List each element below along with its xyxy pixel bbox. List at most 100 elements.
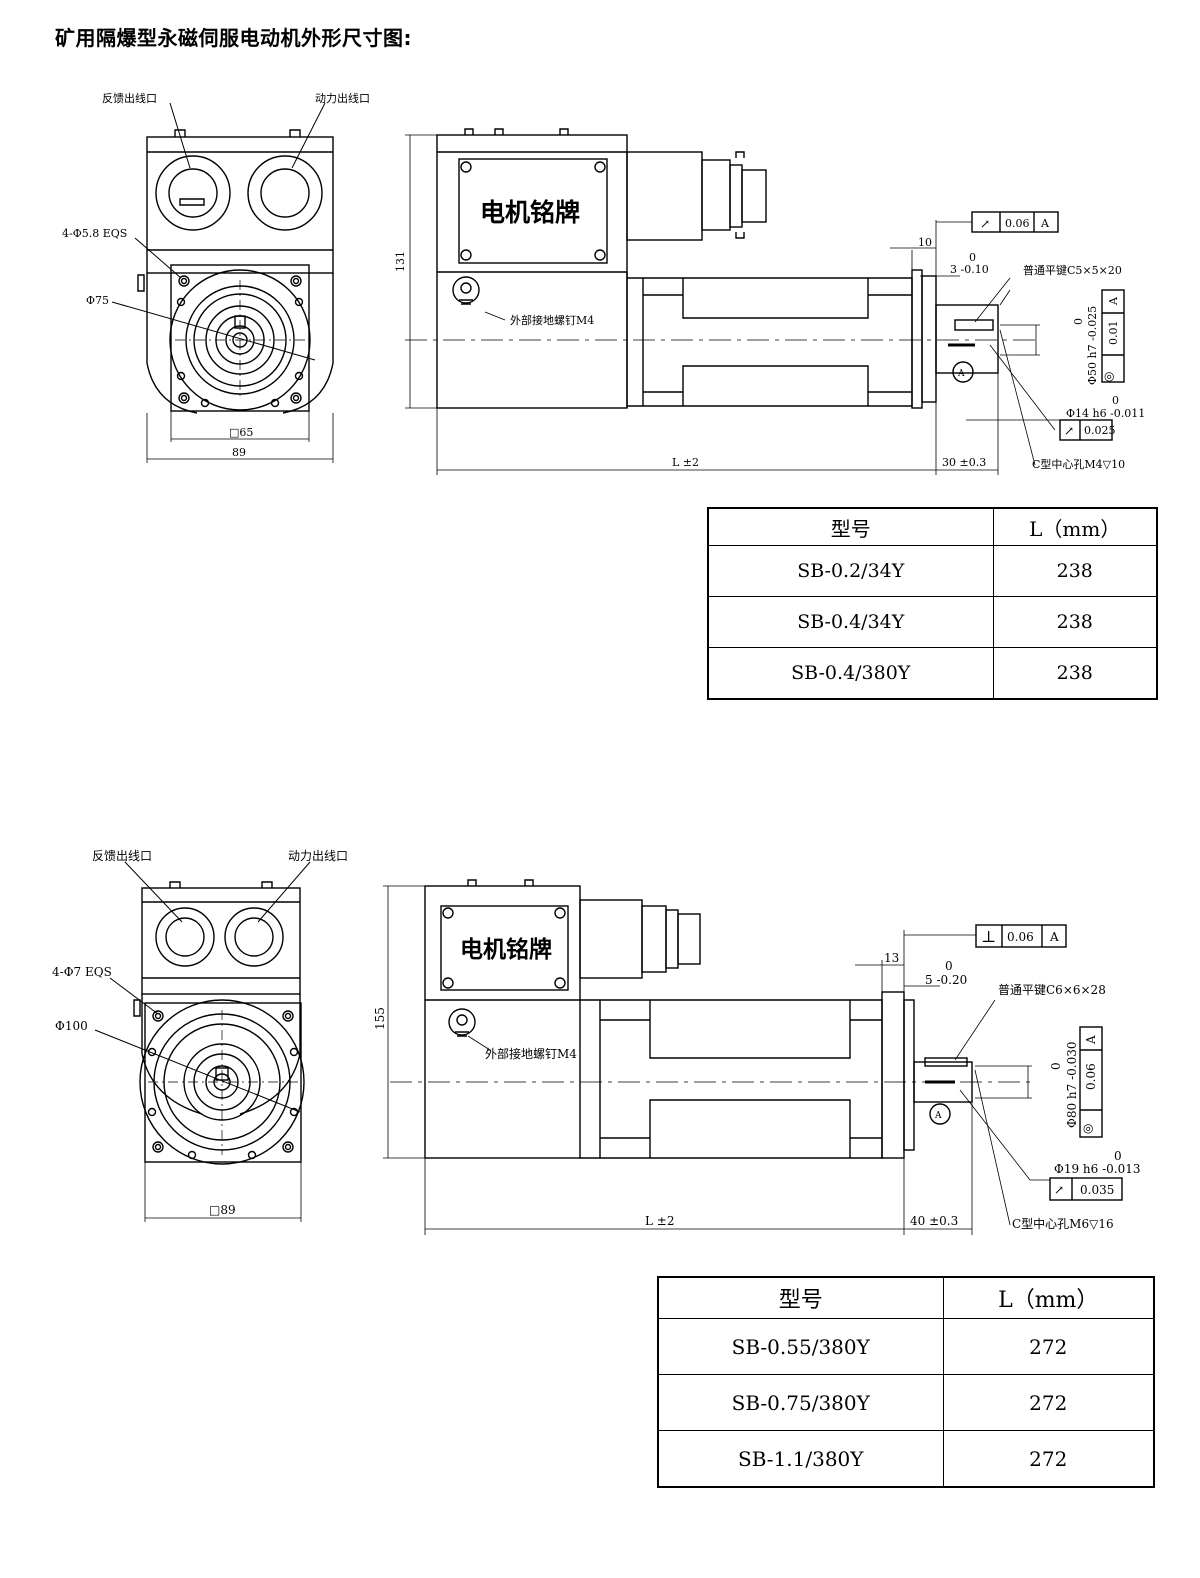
power-port-inner (260, 168, 310, 218)
shaft-runout-value: 0.025 (1084, 424, 1116, 437)
shaft-tol-upper: 0 (1112, 394, 1119, 407)
spigot-geo-value: 0.06 (1084, 1063, 1098, 1090)
key-tol-upper: 0 (945, 959, 953, 973)
front-junction-box (141, 887, 301, 995)
key-label: 普通平键C5×5×20 (1023, 263, 1122, 277)
model-cell: SB-0.2/34Y (707, 545, 994, 597)
length-cell: 272 (942, 1430, 1155, 1488)
length-cell: 238 (992, 596, 1158, 648)
model-cell: SB-0.55/380Y (657, 1318, 944, 1375)
header-model: 型号 (657, 1276, 944, 1319)
feedback-port-outer (155, 907, 215, 967)
shaft-runout-symbol: ↗ (1064, 424, 1074, 438)
model-cell: SB-0.4/34Y (707, 596, 994, 648)
motor-drawing-2: 反馈出线口 动力出线口 4-Φ7 EQS Φ100 □89 155 外部接地螺钉… (52, 849, 1141, 1235)
feedback-port-label: 反馈出线口 (92, 849, 152, 863)
feedback-port-inner (165, 917, 205, 957)
spigot-datum: A (1084, 1035, 1098, 1045)
key-label: 普通平键C6×6×28 (998, 983, 1106, 997)
power-port-label: 动力出线口 (288, 849, 348, 863)
front-flange-square (144, 1002, 302, 1163)
center-hole-label: C型中心孔M4▽10 (1032, 457, 1125, 471)
ground-screw-label: 外部接地螺钉M4 (485, 1046, 577, 1061)
feedback-port-outer (155, 155, 231, 231)
key-width-label: 5 -0.20 (925, 973, 967, 987)
flange-square-label: □89 (209, 1203, 236, 1217)
pcd-label: Φ75 (86, 294, 109, 307)
length-cell: 272 (942, 1374, 1155, 1431)
spigot-tol-upper: 0 (1072, 318, 1085, 325)
dim-13-label: 13 (884, 951, 899, 965)
geo-symbol: ◎ (1083, 1121, 1093, 1135)
geo-symbol: ◎ (1104, 369, 1114, 383)
spec-table-1: 型号 L（mm） SB-0.2/34Y 238 SB-0.4/34Y 238 S… (707, 507, 1158, 700)
length-cell: 272 (942, 1318, 1155, 1375)
front-flange-circle (139, 999, 305, 1165)
shaft-dim-label: Φ14 h6 -0.011 (1066, 407, 1145, 420)
datum-a-marker: A (934, 1111, 942, 1121)
feedback-port-label: 反馈出线口 (102, 91, 157, 105)
shaft-runout-value: 0.035 (1080, 1183, 1114, 1197)
key-tol-upper: 0 (969, 251, 976, 264)
shaft-tol-upper: 0 (1114, 1149, 1122, 1163)
length-label: L ±2 (645, 1214, 674, 1228)
shaft-len-label: 40 ±0.3 (910, 1214, 958, 1228)
power-port-outer (247, 155, 323, 231)
dim-10-label: 10 (918, 236, 932, 249)
spigot-dim-label: Φ50 h7 -0.025 (1086, 306, 1099, 385)
header-model: 型号 (707, 507, 994, 546)
holes-label: 4-Φ7 EQS (52, 965, 112, 979)
side-nameplate (458, 158, 608, 264)
model-cell: SB-0.4/380Y (707, 647, 994, 700)
front-junction-box (146, 136, 334, 274)
spigot-datum: A (1107, 296, 1120, 306)
spec-table-2: 型号 L（mm） SB-0.55/380Y 272 SB-0.75/380Y 2… (657, 1276, 1155, 1488)
side-nameplate (440, 905, 569, 991)
table-row: SB-0.75/380Y 272 (657, 1374, 1155, 1431)
feedback-port-inner (168, 168, 218, 218)
front-flange-square (170, 264, 310, 412)
holes-label: 4-Φ5.8 EQS (62, 227, 127, 240)
datum-label: A (1049, 930, 1059, 944)
center-hole-label: C型中心孔M6▽16 (1012, 1216, 1114, 1231)
shaft-len-label: 30 ±0.3 (942, 456, 986, 469)
shaft-dim-label: Φ19 h6 -0.013 (1054, 1162, 1141, 1176)
side-shaft (935, 304, 999, 374)
table-row: SB-0.2/34Y 238 (707, 545, 1158, 597)
height-label: 155 (373, 1007, 387, 1030)
table-row: SB-0.4/380Y 238 (707, 647, 1158, 700)
runout-symbol: ↗ (980, 217, 990, 231)
spigot-geo-value: 0.01 (1107, 321, 1120, 346)
perp-symbol: ⊥ (981, 927, 996, 946)
front-flange-circle (169, 269, 311, 411)
table-row: SB-1.1/380Y 272 (657, 1430, 1155, 1488)
side-body (424, 885, 581, 1159)
motor-drawing-1: 反馈出线口 动力出线口 4-Φ5.8 EQS Φ75 □65 89 131 外部… (62, 91, 1145, 475)
nameplate-label: 电机铭牌 (480, 198, 580, 227)
page-title: 矿用隔爆型永磁伺服电动机外形尺寸图: (55, 26, 412, 50)
power-port-inner (234, 917, 274, 957)
model-cell: SB-1.1/380Y (657, 1430, 944, 1488)
power-port-outer (224, 907, 284, 967)
length-cell: 238 (992, 545, 1158, 597)
shaft-runout-symbol: ↗ (1054, 1183, 1064, 1197)
pcd-label: Φ100 (55, 1019, 88, 1033)
power-port-label: 动力出线口 (315, 91, 370, 105)
length-cell: 238 (992, 647, 1158, 700)
height-label: 131 (394, 251, 407, 272)
width-label: 89 (232, 446, 246, 459)
spigot-tol-upper: 0 (1049, 1062, 1063, 1070)
nameplate-label: 电机铭牌 (460, 936, 552, 963)
key-width-label: 3 -0.10 (950, 263, 989, 276)
model-cell: SB-0.75/380Y (657, 1374, 944, 1431)
table-row: SB-0.55/380Y 272 (657, 1318, 1155, 1375)
spigot-dim-label: Φ80 h7 -0.030 (1065, 1041, 1079, 1128)
header-length: L（mm） (942, 1276, 1155, 1319)
perp-value: 0.06 (1007, 930, 1034, 944)
ground-screw-label: 外部接地螺钉M4 (510, 313, 594, 327)
header-length: L（mm） (992, 507, 1158, 546)
length-label: L ±2 (672, 456, 699, 469)
datum-label: A (1040, 217, 1050, 230)
flange-square-label: □65 (229, 426, 253, 439)
table-row: SB-0.4/34Y 238 (707, 596, 1158, 648)
